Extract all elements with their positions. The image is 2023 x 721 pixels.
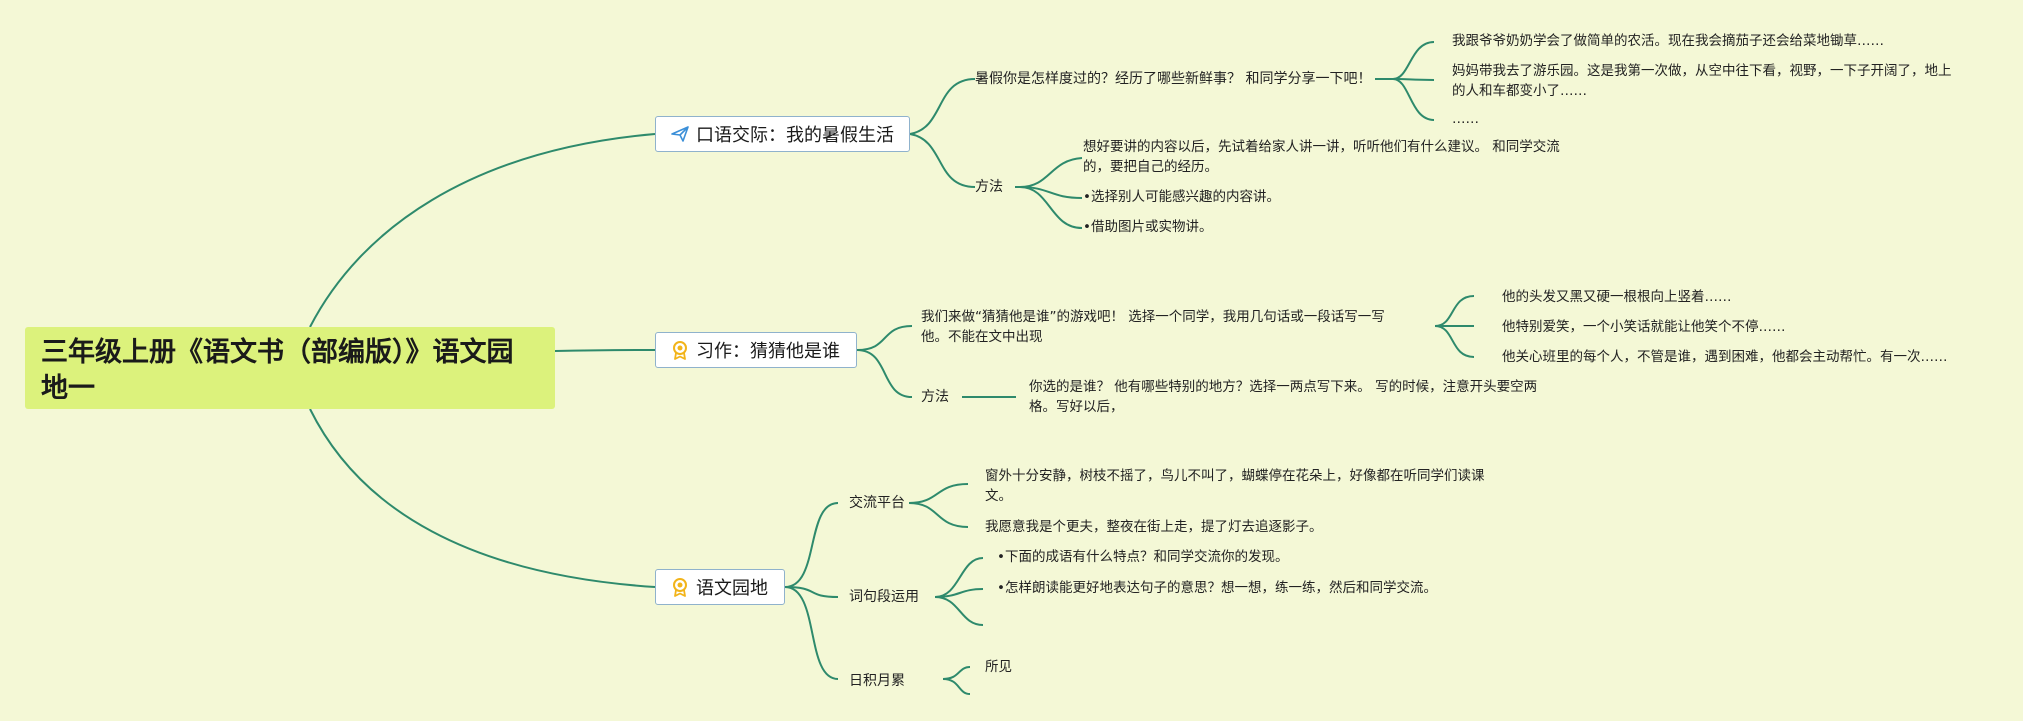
root-title: 三年级上册《语文书（部编版）》语文园地一: [41, 337, 514, 404]
yuandi-ciju-label[interactable]: 词句段运用: [849, 589, 919, 605]
xizuo-example-1[interactable]: 他的头发又黑又硬一根根向上竖着……: [1502, 289, 1732, 305]
koyu-method-1[interactable]: 想好要讲的内容以后，先试着给家人讲一讲，听听他们有什么建议。 和同学交流的，要把…: [1083, 139, 1560, 175]
koyu-method-2[interactable]: •选择别人可能感兴趣的内容讲。: [1083, 189, 1280, 205]
xizuo-example-2[interactable]: 他特别爱笑，一个小笑话就能让他笑个不停……: [1502, 319, 1786, 335]
koyu-example-2[interactable]: 妈妈带我去了游乐园。这是我第一次做，从空中往下看，视野，一下子开阔了，地上的人和…: [1452, 63, 1952, 99]
koyu-example-1[interactable]: 我跟爷爷奶奶学会了做简单的农活。现在我会摘茄子还会给菜地锄草……: [1452, 33, 1884, 49]
topic-xizuo[interactable]: 习作：猜猜他是谁: [655, 332, 857, 368]
topic-yuandi[interactable]: 语文园地: [655, 569, 785, 605]
topic-yuandi-title: 语文园地: [696, 578, 768, 599]
yuandi-jilei-1[interactable]: 所见: [985, 659, 1012, 675]
xizuo-example-3[interactable]: 他关心班里的每个人，不管是谁，遇到困难，他都会主动帮忙。有一次……: [1502, 349, 1948, 365]
topic-koyu-title: 口语交际：我的暑假生活: [696, 125, 894, 146]
yuandi-ciju-1[interactable]: •下面的成语有什么特点？和同学交流你的发现。: [997, 549, 1289, 565]
koyu-method-3[interactable]: •借助图片或实物讲。: [1083, 219, 1213, 235]
paper-plane-icon: [670, 124, 690, 144]
xizuo-intro[interactable]: 我们来做“猜猜他是谁”的游戏吧！ 选择一个同学，我用几句话或一段话写一写他。不能…: [921, 309, 1385, 345]
yuandi-jiaoliu-label[interactable]: 交流平台: [849, 495, 905, 511]
yuandi-jiaoliu-1[interactable]: 窗外十分安静，树枝不摇了，鸟儿不叫了，蝴蝶停在花朵上，好像都在听同学们读课文。: [985, 468, 1485, 504]
xizuo-method-label[interactable]: 方法: [921, 389, 949, 405]
yuandi-ciju-2[interactable]: •怎样朗读能更好地表达句子的意思？想一想，练一练，然后和同学交流。: [997, 580, 1437, 596]
yuandi-jiaoliu-2[interactable]: 我愿意我是个更夫，整夜在街上走，提了灯去追逐影子。: [985, 519, 1323, 535]
koyu-method-label[interactable]: 方法: [975, 179, 1003, 195]
topic-xizuo-title: 习作：猜猜他是谁: [696, 341, 840, 362]
yuandi-jilei-label[interactable]: 日积月累: [849, 673, 905, 689]
award-badge-icon: [670, 340, 690, 360]
koyu-question[interactable]: 暑假你是怎样度过的？经历了哪些新鲜事？ 和同学分享一下吧！: [975, 71, 1372, 87]
xizuo-method[interactable]: 你选的是谁？ 他有哪些特别的地方？选择一两点写下来。 写的时候，注意开头要空两格…: [1029, 379, 1538, 415]
topic-koyu[interactable]: 口语交际：我的暑假生活: [655, 116, 910, 152]
award-badge-icon: [670, 577, 690, 597]
root-topic[interactable]: 三年级上册《语文书（部编版）》语文园地一: [25, 327, 555, 409]
koyu-example-3[interactable]: ……: [1452, 111, 1479, 127]
